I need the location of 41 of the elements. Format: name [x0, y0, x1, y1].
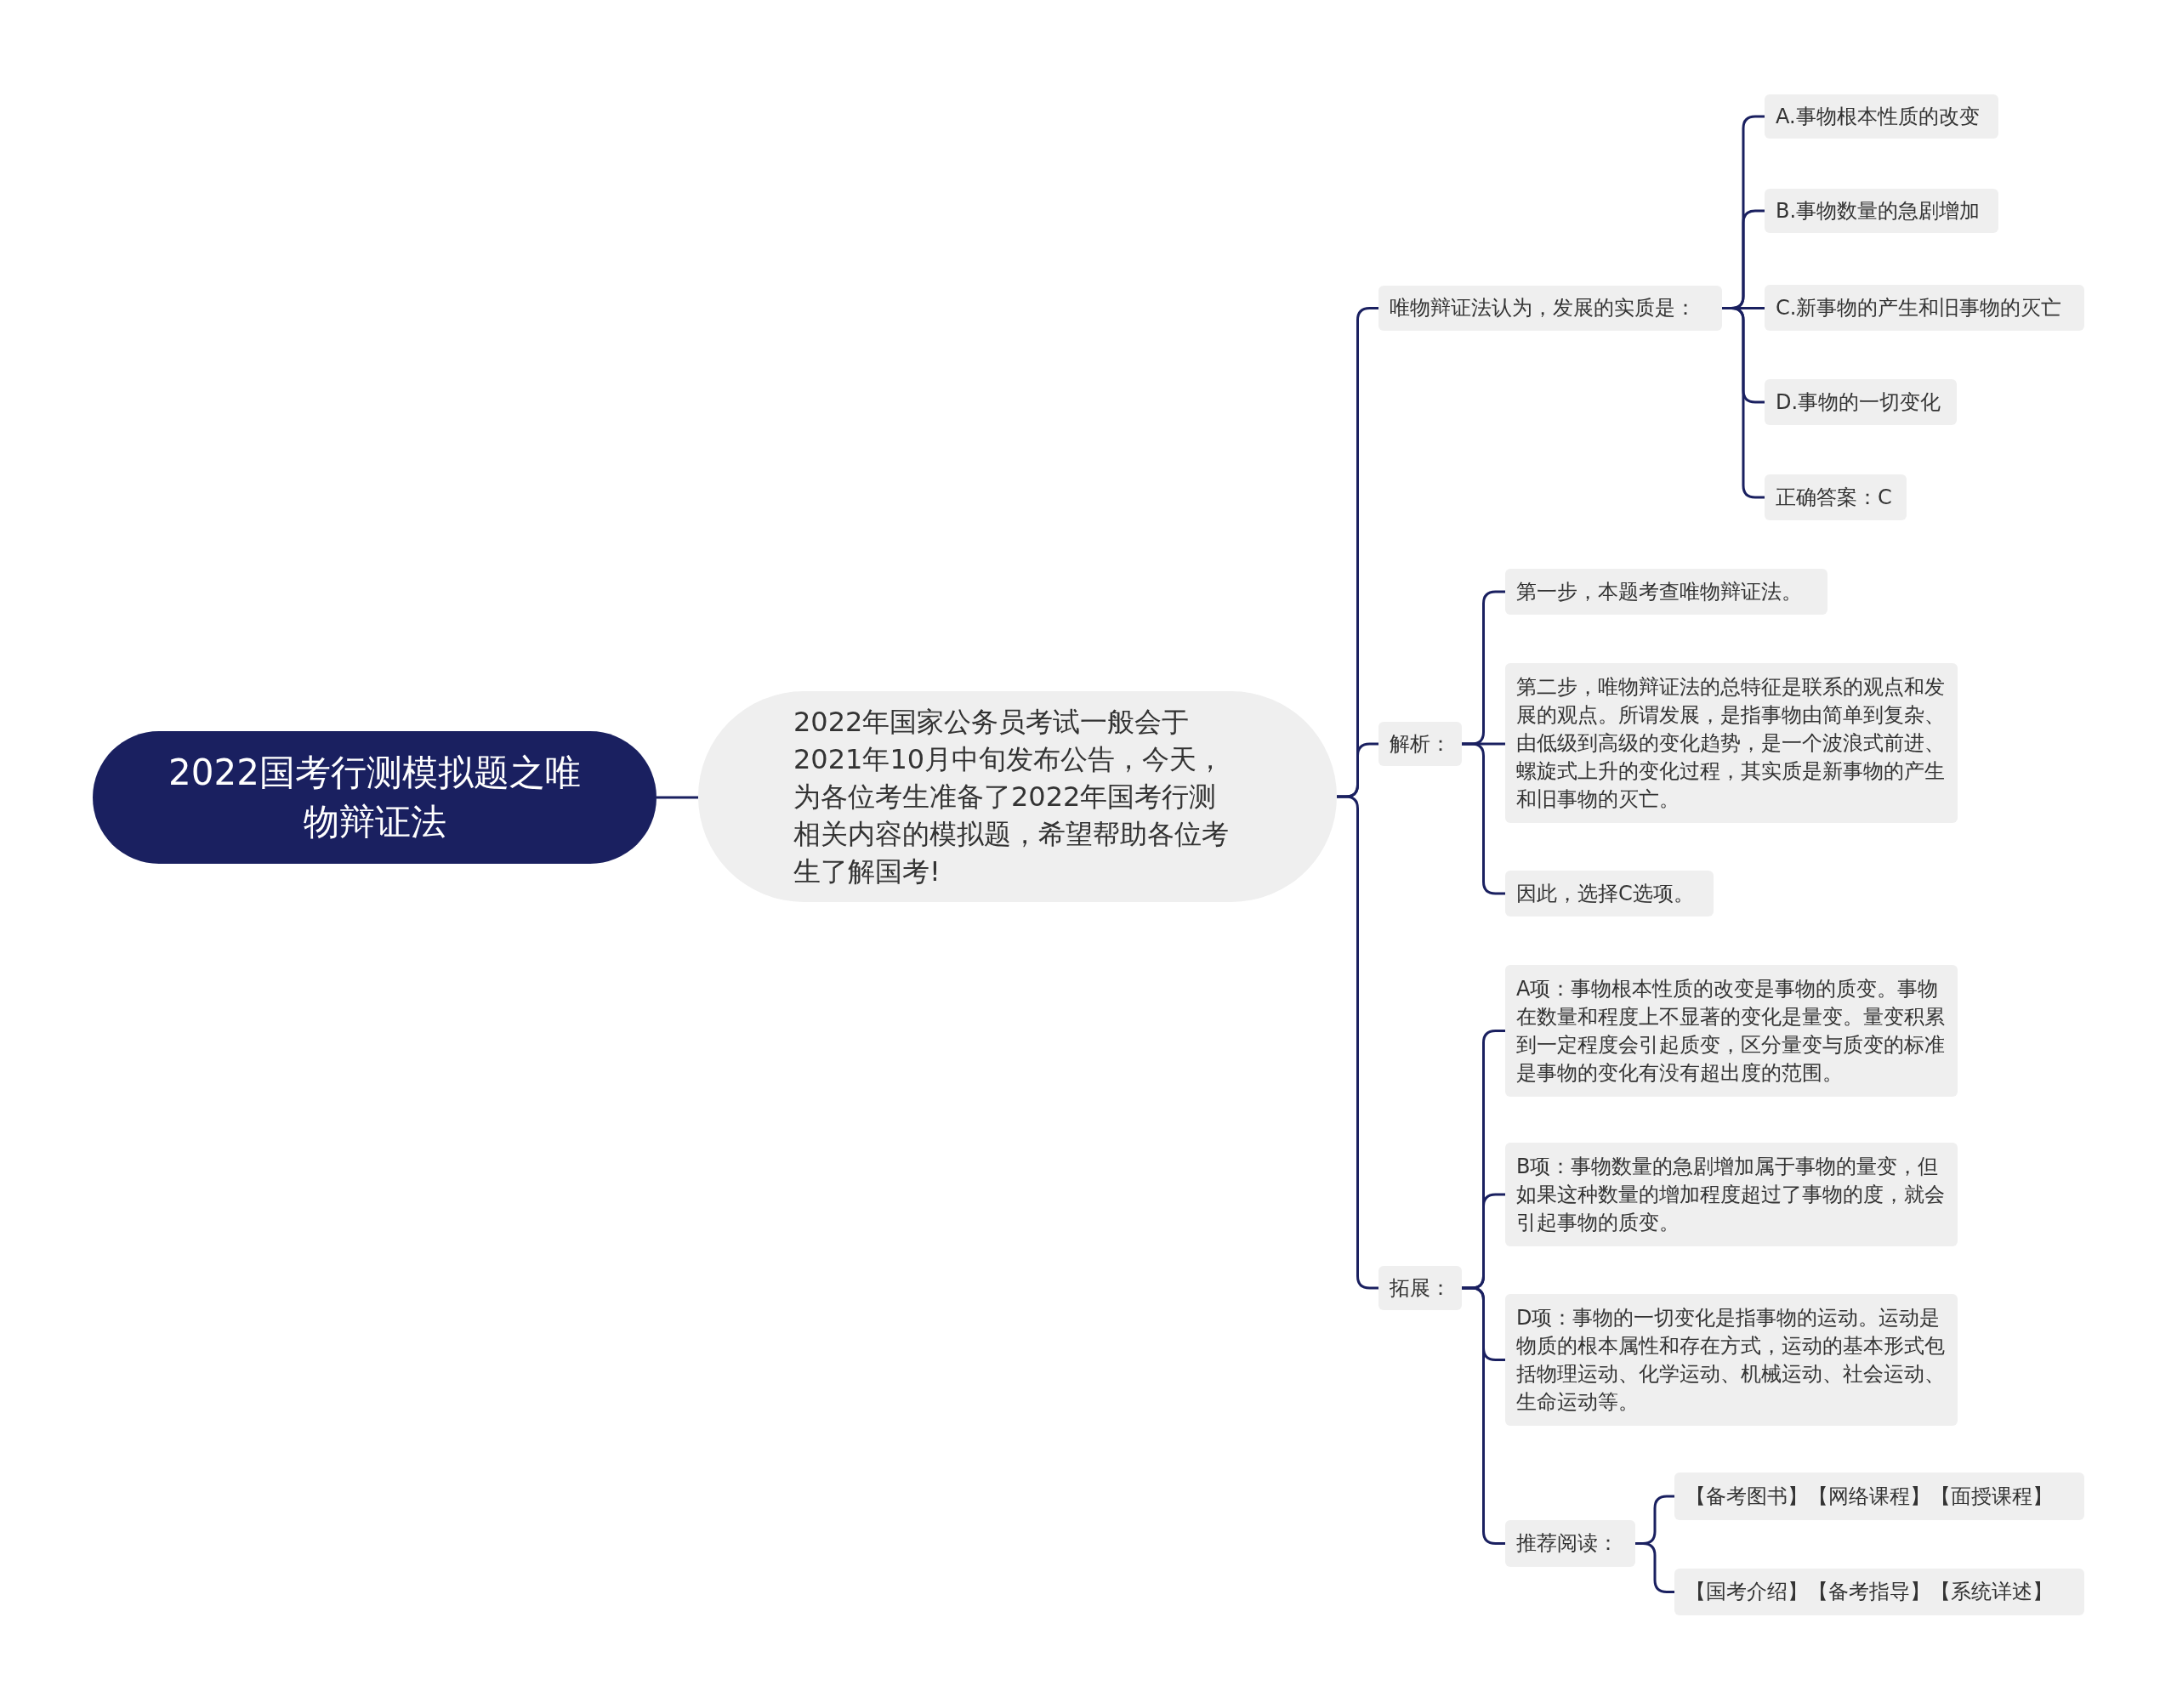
- topic-text: 因此，选择C选项。: [1516, 880, 1694, 907]
- topic-text: A.事物根本性质的改变: [1776, 103, 1980, 130]
- topic-text: B.事物数量的急剧增加: [1776, 197, 1981, 224]
- topic-box: [1505, 1294, 1958, 1426]
- connector-line: [657, 796, 698, 799]
- topic-box: [1505, 663, 1958, 823]
- topic-box: [1765, 285, 2084, 331]
- topic-box: [1765, 94, 1998, 139]
- topic-box: [1505, 569, 1827, 615]
- topic-box: [1674, 1569, 2084, 1615]
- topic-text: 【国考介绍】【备考指导】【系统详述】: [1685, 1579, 2053, 1605]
- topic-text: B项：事物数量的急剧增加属于事物的量变，但如果这种数量的增加程度超过了事物的度，就会引起事物的质变。: [1516, 1153, 1946, 1236]
- topic-text: 第一步，本题考查唯物辩证法。: [1516, 578, 1802, 605]
- topic-box: [1505, 965, 1958, 1097]
- topic-text: A项：事物根本性质的改变是事物的质变。事物在数量和程度上不显著的变化是量变。量变积累到一定程度会引起质变，区分量变与质变的标准是事物的变化有没有超出度的范围。: [1516, 975, 1946, 1087]
- topic-text: 正确答案：C: [1776, 484, 1892, 511]
- topic-box: [1674, 1473, 2084, 1520]
- topic-text: 2022国考行测模拟题之唯物辩证法: [168, 751, 582, 844]
- topic-box: [1505, 871, 1714, 916]
- topic-box: [1505, 1520, 1635, 1567]
- topic-text: 2022年国家公务员考试一般会于2021年10月中旬发布公告，今天，为各位考生准备了2022年国考行测相关内容的模拟题，希望帮助各位考生了解国考!: [793, 705, 1230, 889]
- topic-text: 推荐阅读：: [1516, 1530, 1618, 1557]
- connector-line: [1337, 795, 1378, 1290]
- connector-line: [1462, 1286, 1505, 1545]
- topic-text: D.事物的一切变化: [1776, 389, 1941, 416]
- topic-text: D项：事物的一切变化是指事物的运动。运动是物质的根本属性和存在方式，运动的基本形式包括物理运动、化学运动、机械运动、社会运动、生命运动等。: [1516, 1304, 1946, 1416]
- topic-box: [1765, 474, 1907, 520]
- topic-text: 拓展：: [1390, 1274, 1451, 1302]
- topic-text: 【备考图书】【网络课程】【面授课程】: [1685, 1483, 2053, 1510]
- topic-text: 解析：: [1390, 730, 1451, 758]
- connector-line: [1462, 742, 1505, 895]
- topic-box: [1378, 286, 1722, 331]
- topic-box: [1378, 1266, 1462, 1310]
- topic-box: [1505, 1143, 1958, 1246]
- topic-box: [1765, 189, 1998, 233]
- topic-box: [1378, 722, 1462, 766]
- connector-line: [1722, 307, 1765, 499]
- topic-text: C.新事物的产生和旧事物的灭亡: [1776, 294, 2062, 321]
- topic-box: [1765, 379, 1957, 425]
- topic-text: 唯物辩证法认为，发展的实质是：: [1390, 295, 1696, 321]
- topic-text: 第二步，唯物辩证法的总特征是联系的观点和发展的观点。所谓发展，是指事物由简单到复杂、由低级到高级的变化趋势，是一个波浪式前进、螺旋式上升的变化过程，其实质是新事物的产生和旧事物的灭亡。: [1516, 673, 1946, 813]
